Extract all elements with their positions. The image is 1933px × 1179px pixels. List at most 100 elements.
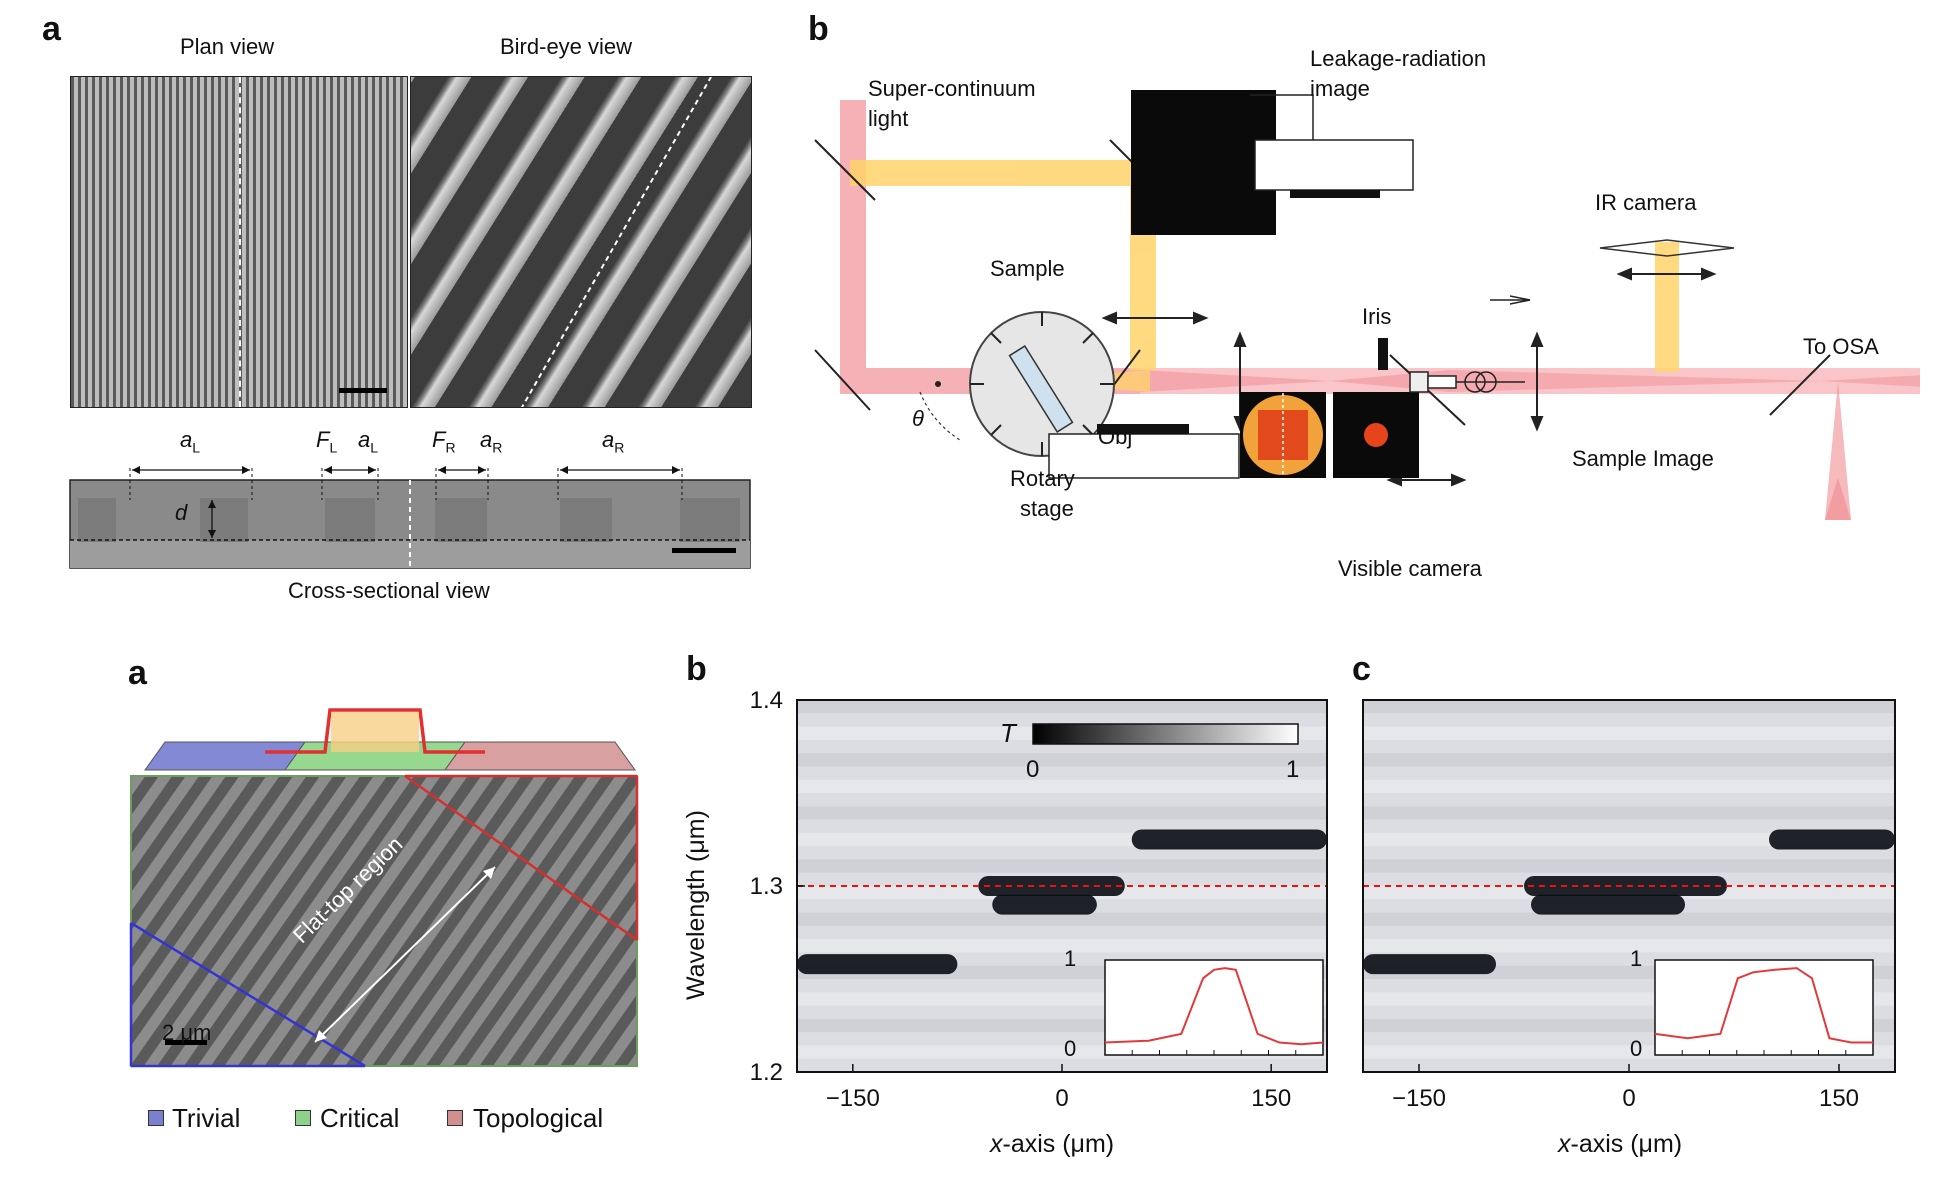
heatmap-band [797, 806, 1327, 820]
obj-label: Obj [1098, 424, 1133, 449]
heatmap-band [797, 779, 1327, 793]
label-aR-2: aR [602, 427, 625, 456]
leakage-label-1: Leakage-radiation [1310, 46, 1487, 71]
dark-band [1131, 829, 1327, 850]
heatmap-band [1363, 806, 1895, 820]
legend-swatch-critical [295, 1110, 311, 1126]
heatmap-band [797, 992, 1327, 1006]
interface-label: Interface [1430, 102, 1516, 127]
sample-schematic [129, 708, 639, 1068]
x-tick-label: −150 [1392, 1085, 1446, 1112]
scale-bar [339, 388, 387, 393]
dark-band [1531, 894, 1685, 915]
panel-letter-2b: b [686, 650, 707, 688]
leakage-label-2: image [1310, 76, 1370, 101]
sample-image-label: Sample Image [1572, 446, 1714, 471]
supercontinuum-label-1: Super-continuum [868, 76, 1036, 101]
x-axis-label-b: x-axis (μm) [990, 1130, 1115, 1158]
panel-letter-2c: c [1352, 650, 1371, 688]
y-tick-label: 1.3 [750, 873, 783, 900]
heatmap-band [797, 753, 1327, 767]
plot-frame [796, 699, 1328, 1073]
dark-band [1363, 954, 1496, 975]
inset-profile-line [1104, 967, 1324, 1046]
theta-label: θ [912, 406, 924, 431]
rotary-label-2: stage [1020, 496, 1074, 521]
ir-camera-label: IR camera [1595, 190, 1697, 215]
x-axis-label-c: x-axis (μm) [1558, 1130, 1683, 1158]
supercontinuum-label-2: light [868, 106, 909, 131]
inset-frame [1104, 959, 1324, 1056]
optical-setup-diagram [814, 90, 1920, 520]
heatmap-band [797, 726, 1327, 740]
y-axis-label: Wavelength (μm) [682, 810, 710, 1000]
to-osa-label: To OSA [1803, 334, 1879, 359]
label-aR-1: aR [480, 427, 503, 456]
legend-swatch-topological [447, 1110, 463, 1126]
sample-label: Sample [990, 256, 1065, 281]
cross-section-label: Cross-sectional view [288, 578, 490, 603]
iris-label: Iris [1362, 304, 1392, 329]
heatmap-band [797, 832, 1327, 847]
dark-band [1524, 876, 1727, 896]
dark-band [992, 894, 1097, 915]
heatmap-band [1363, 779, 1895, 793]
legend-swatch-trivial [148, 1110, 164, 1126]
inset-b-ymax: 1 [1064, 946, 1077, 971]
cross-section-diagram [69, 466, 751, 569]
inset-profile-line [1654, 967, 1873, 1044]
y-tick-label: 1.2 [750, 1059, 783, 1086]
label-FR: FR [432, 427, 456, 456]
heatmap-background-b [797, 700, 1327, 1072]
y-tick-label: 1.4 [750, 687, 783, 714]
plan-view-image [70, 76, 408, 408]
scale-label: 2 μm [162, 1020, 212, 1045]
panel-letter-1a: a [42, 10, 61, 48]
label-aL-2: aL [358, 427, 379, 456]
heatmap-band [1363, 859, 1895, 873]
label-FL: FL [316, 427, 338, 456]
bird-eye-view-label: Bird-eye view [500, 34, 633, 59]
x-tick-label: 150 [1819, 1085, 1859, 1112]
x-tick-label: 0 [1055, 1085, 1068, 1112]
legend-critical: Critical [320, 1103, 400, 1133]
label-d: d [175, 500, 188, 525]
heatmap-band [1363, 886, 1895, 900]
inset-b-ymin: 0 [1064, 1036, 1077, 1061]
dark-band [1769, 829, 1895, 850]
panel-letter-2a: a [128, 654, 147, 692]
heatmap-band [797, 1045, 1327, 1059]
plot-frame [1362, 699, 1896, 1073]
legend-trivial: Trivial [172, 1103, 241, 1133]
x-tick-label: 150 [1251, 1085, 1291, 1112]
colorbar-min: 0 [1026, 756, 1040, 783]
heatmap-band [797, 939, 1327, 953]
heatmap-background-c [1363, 700, 1895, 1072]
heatmap-band [1363, 1018, 1895, 1033]
x-tick-label: −150 [826, 1085, 880, 1112]
dark-band [978, 876, 1125, 896]
panel-letter-1b: b [808, 10, 829, 48]
legend-topological: Topological [473, 1103, 604, 1133]
heatmap-band [797, 965, 1327, 979]
heatmap-band [1363, 726, 1895, 740]
inset-c-ymin: 0 [1630, 1036, 1643, 1061]
heatmap-band [1363, 1045, 1895, 1059]
plan-view-label: Plan view [180, 34, 275, 59]
dark-band [797, 954, 958, 975]
rotary-label-1: Rotary [1010, 466, 1075, 491]
heatmap-band [797, 859, 1327, 873]
inset-frame [1654, 959, 1874, 1056]
heatmap-band [797, 886, 1327, 900]
visible-camera-label: Visible camera [1338, 556, 1482, 581]
colorbar-label: T [1000, 718, 1016, 748]
heatmap-band [1363, 939, 1895, 953]
heatmap-band [797, 1018, 1327, 1033]
label-aL-1: aL [180, 427, 201, 456]
colorbar-max: 1 [1286, 756, 1300, 783]
heatmap-band [1363, 700, 1895, 714]
heatmap-band [1363, 753, 1895, 767]
heatmap-band [1363, 912, 1895, 926]
inset-c-ymax: 1 [1630, 946, 1643, 971]
colorbar [1032, 723, 1299, 745]
